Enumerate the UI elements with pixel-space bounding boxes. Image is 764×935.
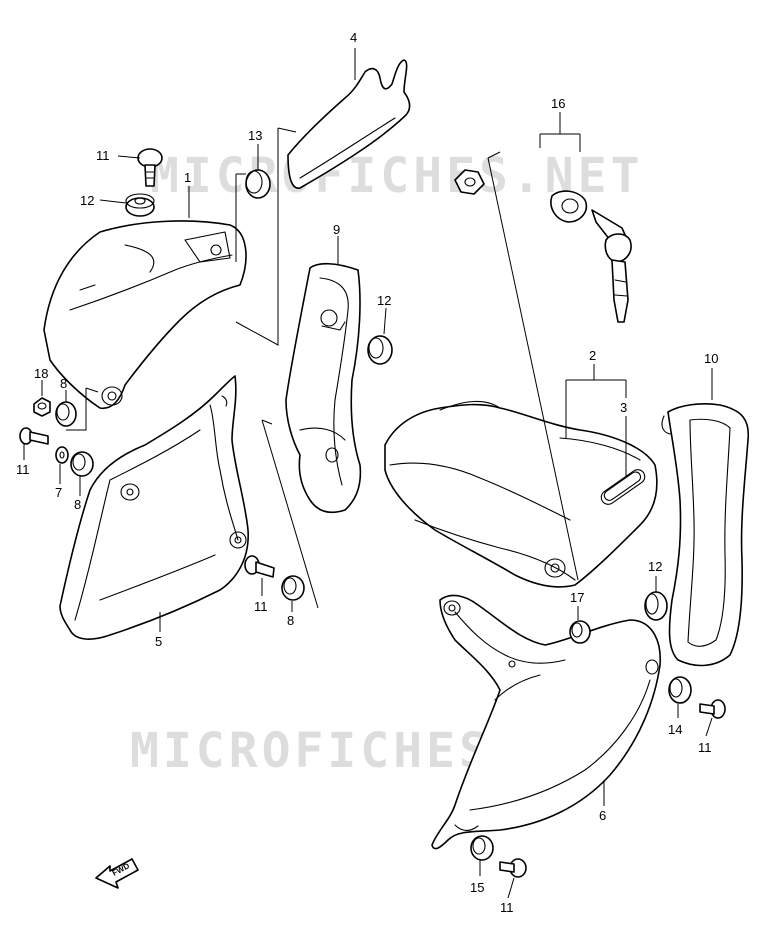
grommet-17 [569,620,591,644]
washer-7 [55,446,69,464]
callout-16: 16 [551,96,565,111]
grommet-14 [668,676,692,704]
callout-8-middle: 8 [287,613,294,628]
callout-7: 7 [55,485,62,500]
grommet-12-right [644,591,668,621]
fwd-arrow-icon: FWD [95,858,139,889]
callout-14: 14 [668,722,682,737]
callout-3: 3 [620,400,627,415]
lock-set-16 [454,169,632,323]
callout-17: 17 [570,590,584,605]
callout-5: 5 [155,634,162,649]
leader-lines [23,48,713,899]
grommet-8-middle [281,575,305,601]
grommet-13 [245,169,271,199]
callout-11-middle: 11 [254,599,268,614]
grommet-12-top [125,193,155,217]
callout-11-left: 11 [16,462,30,477]
callout-12-middle: 12 [377,293,391,308]
callout-11-right: 11 [698,740,712,755]
callout-labels: 4 1 11 12 13 9 12 18 8 11 7 8 5 11 8 16 … [16,30,718,915]
callout-12-top: 12 [80,193,94,208]
bolt-11-left [19,427,49,445]
callout-1: 1 [184,170,191,185]
grommet-8-upper [55,401,77,427]
bolt-11-right [699,699,726,719]
part-1-frame-cover [43,220,247,410]
callout-11-bottom: 11 [500,900,514,915]
callout-12-right: 12 [648,559,662,574]
callout-18: 18 [34,366,48,381]
callout-6: 6 [599,808,606,823]
part-2-frame-cover-right [384,400,658,588]
grommet-8-lower [70,451,94,477]
part-9-inner-bracket [285,262,362,514]
grommet-15 [470,835,494,861]
part-4-bracket [287,59,411,189]
callout-8-lower: 8 [74,497,81,512]
part-10-side-trim [661,403,750,667]
callout-11-top: 11 [96,148,110,163]
part-6-side-cover-right [431,594,661,850]
callout-15: 15 [470,880,484,895]
nut-18 [33,397,51,417]
bolt-11-bottom [499,858,527,878]
part-5-side-cover-left [59,375,249,640]
grommet-12-middle [367,335,393,365]
callout-2: 2 [589,348,596,363]
callout-10: 10 [704,351,718,366]
callout-8-upper: 8 [60,376,67,391]
callout-13: 13 [248,128,262,143]
callout-9: 9 [333,222,340,237]
bolt-11-top [137,148,163,187]
callout-4: 4 [350,30,357,45]
bolt-11-middle [244,555,275,578]
